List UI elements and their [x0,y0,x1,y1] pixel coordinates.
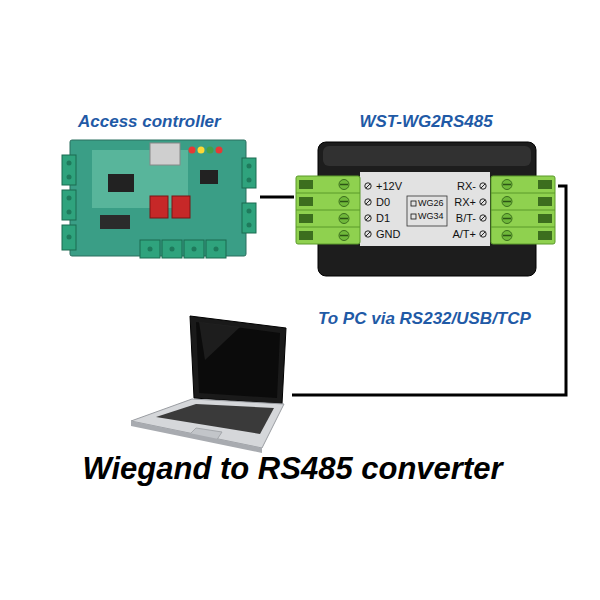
pin-name: RX+ [454,196,476,208]
screen-glare [199,322,240,360]
chip [100,215,130,229]
pin-name: B/T- [456,212,476,224]
switch-square [411,214,416,219]
laptop-lid [190,316,286,404]
pcb [70,140,246,256]
green-terminal-right [491,176,555,244]
pin-name: A/T+ [452,228,476,240]
controller-board [62,140,256,258]
ethernet-jack [150,143,180,165]
switch-frame [407,196,447,226]
node-heading: WST-WG2RS485 [359,112,492,132]
node-heading: Access controller [78,112,221,132]
laptop [131,316,286,453]
pin-name: D1 [376,212,390,224]
node-heading: To PC via RS232/USB/TCP [318,309,531,329]
diagram-title: Wiegand to RS485 converter [82,450,502,488]
switch-square [411,201,416,206]
pc-laptop: To PC via RS232/USB/TCP [130,315,292,452]
mode-name: WG26 [418,199,444,209]
terminal-screws [67,161,252,252]
converter-box: WST-WG2RS485 [294,110,558,278]
terminal-block [62,155,256,258]
laptop-screen [196,322,280,398]
relay [172,196,190,218]
led [207,147,214,154]
label-plate [360,172,490,246]
housing-highlight [323,146,531,166]
pin-name: GND [376,228,400,240]
relay [150,196,168,218]
wire [260,196,294,199]
wire [292,186,566,395]
title-wrap: Wiegand to RS485 converter [0,450,585,488]
chip [200,170,218,184]
pin-name: +12V [376,180,402,192]
led [189,147,196,154]
pin-name: D0 [376,196,390,208]
green-terminal-left [296,176,360,244]
led [216,147,223,154]
access-controller: Access controller [60,110,260,262]
converter-housing [296,142,555,276]
laptop-edge [131,421,262,453]
chip [108,174,134,192]
mode-name: WG34 [418,212,444,222]
pin-name: RX- [457,180,476,192]
laptop-keyboard [156,404,274,434]
led [198,147,205,154]
